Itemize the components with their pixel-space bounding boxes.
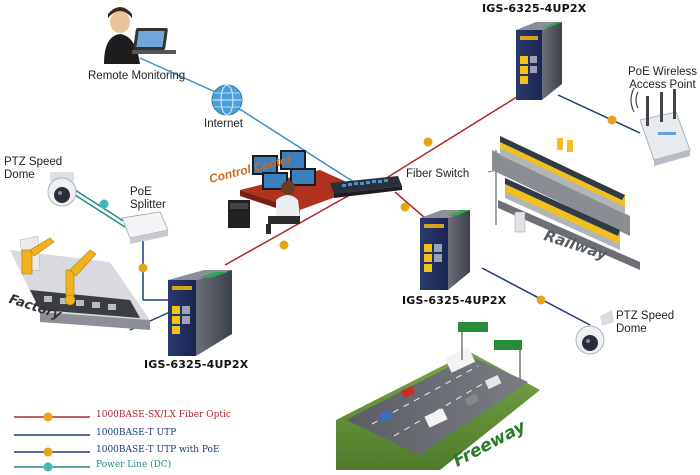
badge-fiber-mid — [400, 202, 410, 212]
control-center-icon — [228, 150, 360, 234]
legend-row-dc: Power Line (DC) — [12, 460, 252, 474]
badge-poe-ap — [607, 115, 617, 125]
fiber-switch-device — [330, 176, 402, 198]
legend-swatch-fiber — [14, 412, 90, 422]
link-internet-fiberswitch — [237, 107, 361, 187]
badge-poe-splitter — [138, 263, 148, 273]
device-name-switch-left: IGS-6325-4UP2X — [144, 358, 249, 371]
fiber-left-switch — [224, 191, 356, 266]
industrial-switch-top — [516, 22, 562, 100]
badge-poe-ptz — [536, 295, 546, 305]
label-remote-monitoring: Remote Monitoring — [88, 70, 186, 82]
ptz-dome-right-icon — [575, 310, 614, 355]
poe-ap-link — [557, 94, 641, 134]
device-name-switch-top: IGS-6325-4UP2X — [482, 2, 587, 15]
legend-swatch-utp-poe — [14, 447, 90, 457]
freeway-scene — [336, 322, 540, 470]
label-fiber-switch: Fiber Switch — [406, 168, 470, 180]
fiber-top-switch — [379, 94, 521, 183]
legend-row-utp: 1000BASE-T UTP — [12, 428, 252, 442]
badge-dc — [99, 199, 109, 209]
factory-scene — [10, 235, 150, 330]
legend-swatch-utp — [14, 434, 90, 436]
legend-label-utp-poe: 1000BASE-T UTP with PoE — [96, 445, 220, 455]
fiber-mid-switch — [394, 191, 426, 219]
legend-label-dc: Power Line (DC) — [96, 460, 172, 470]
link-remote-internet — [139, 57, 223, 96]
industrial-switch-left — [168, 270, 232, 356]
poe-ptz-right-link — [481, 267, 591, 326]
badge-fiber-top — [423, 137, 433, 147]
dc-ptz-left-2 — [74, 194, 126, 228]
poe-wireless-ap-icon — [630, 87, 691, 166]
internet-globe-icon — [211, 84, 243, 116]
badge-fiber-left — [279, 240, 289, 250]
label-poe-ap: PoE Wireless Access Point — [628, 66, 698, 91]
label-poe-splitter: PoE Splitter — [130, 186, 166, 211]
label-ptz-dome-right: PTZ Speed Dome — [616, 310, 675, 335]
remote-monitoring-icon — [104, 7, 176, 64]
label-internet: Internet — [204, 118, 243, 130]
device-name-switch-middle: IGS-6325-4UP2X — [402, 294, 507, 307]
legend-label-fiber: 1000BASE-SX/LX Fiber Optic — [96, 410, 231, 420]
ptz-dome-left-icon — [47, 172, 77, 207]
legend-label-utp: 1000BASE-T UTP — [96, 428, 177, 438]
legend-row-fiber: 1000BASE-SX/LX Fiber Optic — [12, 410, 252, 424]
legend-swatch-dc — [14, 462, 90, 472]
poe-splitter-icon — [121, 211, 169, 244]
legend-row-utp-poe: 1000BASE-T UTP with PoE — [12, 445, 252, 459]
label-ptz-dome-left: PTZ Speed Dome — [4, 156, 63, 181]
industrial-switch-middle — [420, 210, 470, 290]
railway-scene — [487, 136, 640, 270]
